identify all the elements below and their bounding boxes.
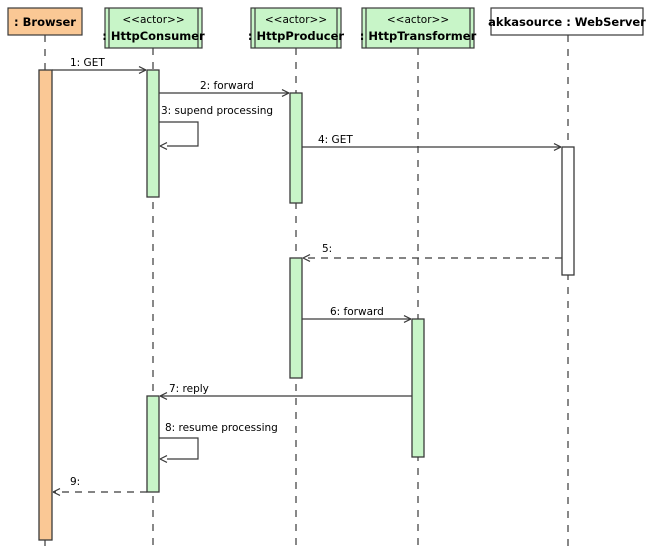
- message-6: 6: forward: [302, 306, 412, 323]
- message-arrowhead-1: [138, 66, 147, 74]
- message-label-6: 6: forward: [330, 306, 384, 318]
- message-arrowhead-3: [159, 142, 168, 150]
- message-arrowhead-6: [403, 315, 412, 323]
- participant-stereotype-httptransformer: <<actor>>: [387, 14, 449, 26]
- message-5: 5:: [302, 243, 562, 262]
- message-label-4: 4: GET: [318, 134, 353, 146]
- message-3: 3: supend processing: [159, 105, 273, 150]
- activation-bar-browser: [38, 69, 53, 541]
- message-4: 4: GET: [302, 134, 562, 151]
- participant-name-browser: : Browser: [14, 15, 76, 29]
- message-line-8: [159, 437, 199, 460]
- participant-name-webserver: akkasource : WebServer: [488, 15, 646, 29]
- participant-box-httptransformer[interactable]: [361, 7, 475, 49]
- messages-layer: 1: GET 2: forward 3: supend processing 4: G…: [52, 57, 562, 496]
- lifelines-layer: [44, 35, 569, 552]
- activation-bar-httptransformer: [411, 318, 425, 458]
- participant-httpconsumer[interactable]: <<actor>> : HttpConsumer: [102, 7, 205, 49]
- message-label-5: 5:: [322, 243, 332, 255]
- message-arrowhead-9: [52, 488, 61, 496]
- participant-webserver[interactable]: akkasource : WebServer: [488, 7, 646, 36]
- message-9: 9:: [52, 476, 147, 496]
- message-label-1: 1: GET: [70, 57, 105, 69]
- participant-box-httpconsumer[interactable]: [104, 7, 203, 49]
- activation-bar-httpproducer: [289, 257, 303, 379]
- participant-name-httpproducer: : HttpProducer: [248, 29, 344, 43]
- participant-httptransformer[interactable]: <<actor>> : HttpTransformer: [360, 7, 477, 49]
- participant-box-webserver[interactable]: [490, 7, 644, 36]
- message-label-3: 3: supend processing: [161, 105, 273, 117]
- activation-bar-httpconsumer: [146, 69, 160, 198]
- participant-httpproducer[interactable]: <<actor>> : HttpProducer: [248, 7, 344, 49]
- message-2: 2: forward: [159, 80, 290, 97]
- participant-stereotype-httpproducer: <<actor>>: [265, 14, 327, 26]
- message-arrowhead-7: [159, 392, 168, 400]
- message-line-3: [159, 121, 199, 147]
- participant-name-httpconsumer: : HttpConsumer: [102, 29, 205, 43]
- participant-stereotype-httpconsumer: <<actor>>: [122, 14, 184, 26]
- participant-box-browser[interactable]: [7, 7, 83, 36]
- activation-bar-webserver: [561, 146, 575, 276]
- participants-layer: : Browser<<actor>>: HttpConsumer<<actor>…: [7, 7, 646, 49]
- message-8: 8: resume processing: [159, 422, 278, 463]
- participant-name-httptransformer: : HttpTransformer: [360, 29, 477, 43]
- activations-layer: [38, 69, 575, 541]
- message-label-9: 9:: [70, 476, 80, 488]
- message-7: 7: reply: [159, 383, 412, 400]
- message-arrowhead-4: [553, 143, 562, 151]
- message-arrowhead-2: [281, 89, 290, 97]
- message-arrowhead-5: [302, 254, 311, 262]
- activation-bar-httpproducer: [289, 92, 303, 204]
- participant-box-httpproducer[interactable]: [250, 7, 342, 49]
- activation-bar-httpconsumer: [146, 395, 160, 493]
- message-label-8: 8: resume processing: [165, 422, 278, 434]
- message-1: 1: GET: [52, 57, 147, 74]
- participant-browser[interactable]: : Browser: [7, 7, 83, 36]
- message-label-2: 2: forward: [200, 80, 254, 92]
- message-label-7: 7: reply: [169, 383, 209, 395]
- message-arrowhead-8: [159, 455, 168, 463]
